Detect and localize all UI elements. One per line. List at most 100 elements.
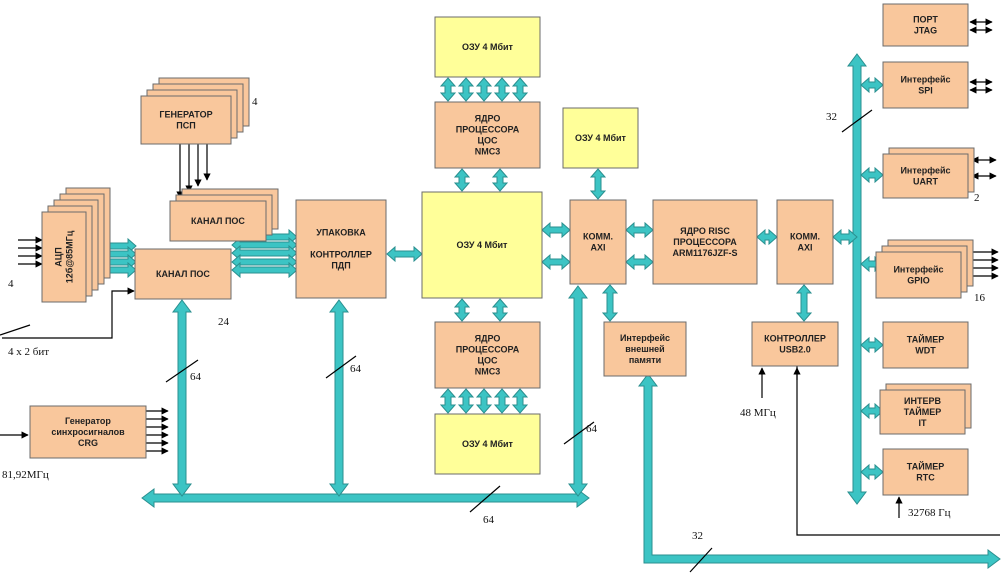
link-arrow [475, 77, 493, 102]
block-label: ОЗУ 4 Мбит [462, 439, 513, 449]
usb-clock-label: 48 МГц [740, 407, 776, 419]
link-arrow [541, 253, 571, 271]
bus-right-label: 32 [826, 111, 837, 123]
block-label-line: КОНТРОЛЛЕР [310, 250, 372, 260]
gpio-count-label: 16 [974, 292, 986, 304]
block-box [140, 95, 232, 145]
block-label-line: RTC [916, 473, 935, 483]
block-label-line: Интерфейс [900, 75, 950, 85]
block-label-line: ПДП [331, 261, 350, 271]
link-arrow [625, 221, 654, 239]
block-label-line: 12б@85МГц [65, 230, 75, 283]
block-channel: КАНАЛ ПОС [134, 248, 232, 300]
block-label-line: Генератор [65, 416, 111, 426]
bus-peripheral-32 [847, 53, 867, 505]
block-label-line: КАНАЛ ПОС [156, 269, 210, 279]
block-label-line: SPI [918, 86, 933, 96]
block-box [29, 405, 147, 459]
block-box [421, 191, 543, 299]
block-label-line: AXI [797, 243, 812, 253]
block-box [434, 413, 541, 475]
link-arrow [493, 77, 511, 102]
block-box [295, 199, 387, 299]
block-channel-back: КАНАЛ ПОС [169, 188, 279, 242]
link-arrow [832, 228, 858, 246]
block-label: ОЗУ 4 Мбит [462, 42, 513, 52]
block-label-line: КОНТРОЛЛЕР [764, 334, 826, 344]
link-arrow [589, 168, 607, 200]
link-arrow [625, 253, 654, 271]
block-label-line: ТАЙМЕР [904, 406, 941, 417]
bus-packer-label: 64 [350, 363, 362, 375]
link-arrow [457, 77, 475, 102]
link-arrow [541, 221, 571, 239]
link-arrow [511, 388, 529, 414]
block-label-line: UART [913, 177, 938, 187]
block-label-line: ЯДРО [475, 114, 501, 124]
block-label: КАНАЛ ПОС [156, 269, 210, 279]
bus-ext-label: 32 [692, 530, 703, 542]
block-label-line: Интерфейс [900, 166, 950, 176]
block-box [882, 153, 969, 199]
block-label: ОЗУ 4 Мбит [575, 133, 626, 143]
link-arrow [439, 77, 457, 102]
block-box [652, 199, 758, 285]
block-label-line: ОЗУ 4 Мбит [457, 240, 508, 250]
block-label-line: памяти [629, 355, 661, 365]
block-label-line: ОЗУ 4 Мбит [462, 439, 513, 449]
bus-channel-64 [172, 299, 192, 497]
block-label-line: ОЗУ 4 Мбит [575, 133, 626, 143]
link-arrow [860, 76, 884, 94]
bus-axi-label: 64 [586, 423, 598, 435]
link-arrow [475, 388, 493, 414]
block-label-line: ПОРТ [913, 15, 938, 25]
block-label-line: ПРОЦЕССОРА [673, 237, 737, 247]
link-arrow [491, 168, 509, 192]
psp-count-label: 4 [252, 96, 258, 108]
bus-packer-64 [329, 299, 349, 497]
block-label-line: ПРОЦЕССОРА [456, 345, 520, 355]
channel-width-label: 24 [218, 316, 230, 328]
link-arrow [493, 388, 511, 414]
link-arrow [386, 245, 423, 263]
block-label-line: NMC3 [475, 367, 501, 377]
block-ram-center: ОЗУ 4 Мбит [421, 191, 543, 299]
link-arrow [457, 388, 475, 414]
link-arrow [453, 168, 471, 192]
block-box [434, 101, 541, 169]
block-axi-left: КОММ.AXI [569, 199, 627, 285]
block-label-line: ГЕНЕРАТОР [159, 110, 212, 120]
link-arrow [860, 166, 884, 184]
block-label-line: КАНАЛ ПОС [191, 216, 245, 226]
block-label-line: GPIO [907, 276, 930, 286]
block-box [434, 16, 541, 78]
free-labels: 4 4 4 х 2 бит 24 64 64 64 64 32 32 2 16 … [2, 96, 986, 542]
block-label-line: Интерфейс [893, 265, 943, 275]
bus-bottom-64 [141, 488, 590, 508]
block-label-line: ОЗУ 4 Мбит [462, 42, 513, 52]
block-label-line: АЦП [54, 247, 64, 267]
block-label-line: ПРОЦЕССОРА [456, 125, 520, 135]
block-label-line: внешней [625, 344, 664, 354]
block-box [569, 199, 627, 285]
bus-left-label: 64 [190, 371, 202, 383]
block-label-line: ТАЙМЕР [907, 334, 944, 345]
block-box [882, 448, 969, 496]
block-adc: АЦП12б@85МГц [41, 187, 111, 303]
block-box [882, 3, 969, 47]
